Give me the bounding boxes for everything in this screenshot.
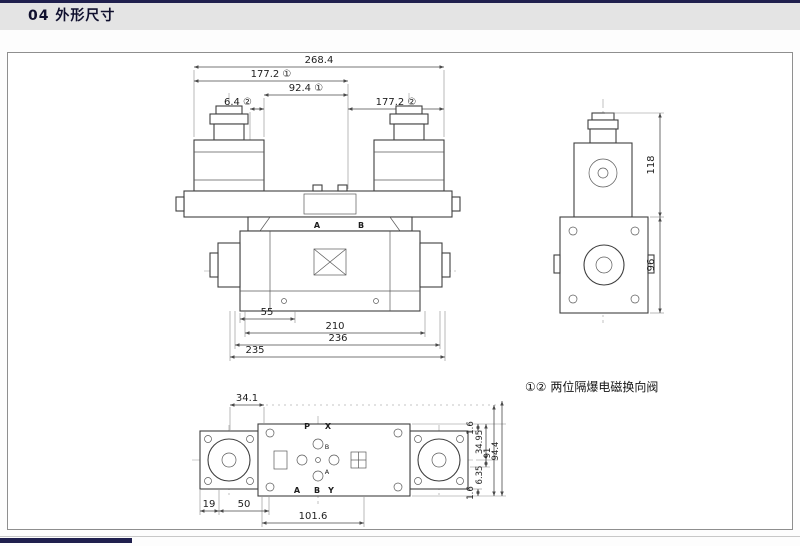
top-port-y-label: Y: [327, 486, 334, 495]
dim-overall-width: 268.4: [305, 55, 334, 66]
center-port-circle: [583, 244, 625, 286]
dim-92-4: 92.4 ①: [289, 83, 323, 94]
port-circle: [328, 454, 340, 466]
section-title: 04 外形尺寸: [28, 8, 116, 24]
right-coil-top-circle: [417, 438, 461, 482]
top-left-block: [199, 430, 259, 490]
dim-96: 96: [646, 259, 657, 272]
footer-rule: [0, 536, 800, 537]
front-view-bottom-dimensions: 55 210 236 235: [229, 307, 446, 361]
bolt-hole: [568, 294, 578, 304]
main-valve-body: A B: [209, 216, 451, 312]
center-port-b-label: B: [325, 443, 329, 451]
side-coil-body: [573, 142, 633, 218]
right-solenoid: [373, 105, 445, 192]
side-cable-gland: [591, 112, 615, 121]
top-port-x-label: X: [325, 422, 332, 431]
side-view-dimensions: 118 96: [605, 112, 664, 314]
dim-118: 118: [646, 155, 657, 174]
dim-177-2-1: 177.2 ①: [251, 69, 292, 80]
dim-91: 91: [483, 448, 493, 459]
legend-note: ①② 两位隔爆电磁换向阀: [525, 379, 658, 394]
drawing-panel: 268.4 177.2 ① 92.4 ① 6.4 ② 177.2 ②: [7, 52, 793, 530]
dimension-drawing: 268.4 177.2 ① 92.4 ① 6.4 ② 177.2 ②: [175, 55, 664, 527]
center-port-a-label: A: [325, 468, 330, 476]
dim-6-4: 6.4 ②: [224, 97, 252, 108]
dim-236: 236: [328, 333, 347, 344]
port-circle: [296, 454, 308, 466]
dim-235: 235: [245, 345, 264, 356]
right-cable-gland: [395, 105, 423, 115]
bolt-hole: [630, 294, 640, 304]
dim-34-95: 34.95: [475, 430, 485, 454]
bolt-hole: [630, 226, 640, 236]
top-port-b-label: B: [314, 486, 320, 495]
front-port-a-label: A: [314, 221, 321, 230]
front-port-b-label: B: [358, 221, 364, 230]
dim-6-35: 6.35: [475, 466, 485, 485]
right-coil-body: [373, 139, 445, 192]
top-port-a-label: A: [294, 486, 301, 495]
left-cable-gland: [215, 105, 243, 115]
valve-housing: [239, 230, 421, 312]
left-coil-body: [193, 139, 265, 192]
dim-101-6: 101.6: [299, 511, 328, 522]
dim-55: 55: [261, 307, 274, 318]
section-header: 04 外形尺寸: [0, 3, 800, 30]
right-end-cap: [419, 242, 443, 288]
top-port-p-label: P: [304, 422, 310, 431]
dim-34-1: 34.1: [236, 393, 258, 404]
bolt-hole: [568, 226, 578, 236]
dim-1-6-bottom: 1.6: [466, 486, 476, 500]
top-right-block: [409, 430, 469, 490]
top-view-dimensions: 34.1 1.6 1.6 34.95 6.35: [199, 393, 506, 527]
dim-50: 50: [238, 499, 251, 510]
adapter-plate: [247, 216, 413, 232]
dim-177-2-2: 177.2 ②: [376, 97, 417, 108]
front-view-top-dimensions: 268.4 177.2 ① 92.4 ① 6.4 ② 177.2 ②: [193, 55, 445, 189]
dim-210: 210: [325, 321, 344, 332]
left-solenoid: [193, 105, 265, 192]
port-circle: [312, 438, 324, 450]
dim-94-4: 94.4: [491, 442, 501, 461]
dim-1-6-top: 1.6: [466, 421, 476, 435]
top-rule: [0, 0, 800, 3]
front-view-drawing: 268.4 177.2 ① 92.4 ① 6.4 ② 177.2 ②: [175, 55, 461, 361]
nameplate-circle: [588, 158, 618, 188]
side-view-drawing: 118 96: [553, 99, 664, 323]
top-view-drawing: P X A B Y B A 34.1: [192, 393, 506, 527]
footer-accent: [0, 538, 132, 543]
port-circle: [312, 470, 324, 482]
left-end-cap: [217, 242, 241, 288]
pilot-valve-body: [175, 184, 461, 218]
side-valve-body: [553, 216, 655, 314]
side-solenoid: [573, 112, 633, 218]
top-manifold: P X A B Y B A: [257, 422, 411, 497]
left-coil-top-circle: [207, 438, 251, 482]
dim-19: 19: [203, 499, 216, 510]
